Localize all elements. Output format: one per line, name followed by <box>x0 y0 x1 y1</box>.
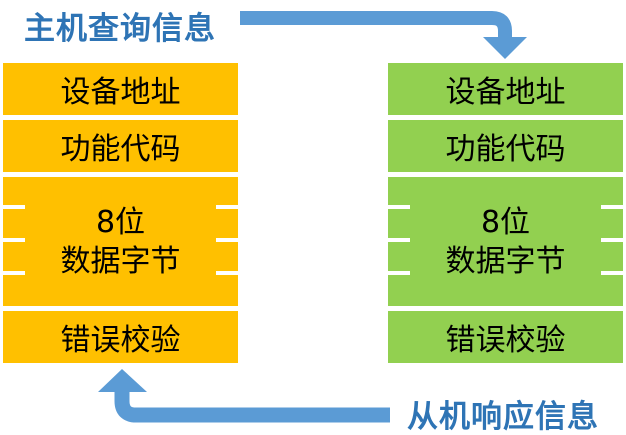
byte-divider-notch <box>3 271 25 275</box>
row-error-check: 错误校验 <box>3 311 238 363</box>
row-device-address: 设备地址 <box>3 63 238 115</box>
host-query-arrow-icon <box>240 11 527 59</box>
row-error-check: 错误校验 <box>388 311 623 363</box>
byte-divider-notch <box>388 238 410 242</box>
slave-response-arrow-icon <box>98 369 390 423</box>
row-data-bytes: 8位 数据字节 <box>3 177 238 306</box>
byte-divider-notch <box>216 271 238 275</box>
byte-divider-notch <box>388 271 410 275</box>
data-bytes-line1: 8位 <box>95 204 146 240</box>
byte-divider-notch <box>216 238 238 242</box>
host-query-table: 设备地址 功能代码 8位 数据字节 错误校验 <box>3 63 238 363</box>
byte-divider-notch <box>601 271 623 275</box>
byte-divider-notch <box>3 205 25 209</box>
row-function-code: 功能代码 <box>388 120 623 172</box>
data-bytes-line2: 数据字节 <box>60 243 181 279</box>
byte-divider-notch <box>601 238 623 242</box>
slave-response-label: 从机响应信息 <box>407 399 599 435</box>
slave-response-table: 设备地址 功能代码 8位 数据字节 错误校验 <box>388 63 623 363</box>
row-function-code: 功能代码 <box>3 120 238 172</box>
host-query-label: 主机查询信息 <box>24 11 216 47</box>
byte-divider-notch <box>388 205 410 209</box>
byte-divider-notch <box>216 205 238 209</box>
byte-divider-notch <box>3 238 25 242</box>
row-device-address: 设备地址 <box>388 63 623 115</box>
data-bytes-line2: 数据字节 <box>445 243 566 279</box>
row-data-bytes: 8位 数据字节 <box>388 177 623 306</box>
data-bytes-line1: 8位 <box>480 204 531 240</box>
byte-divider-notch <box>601 205 623 209</box>
